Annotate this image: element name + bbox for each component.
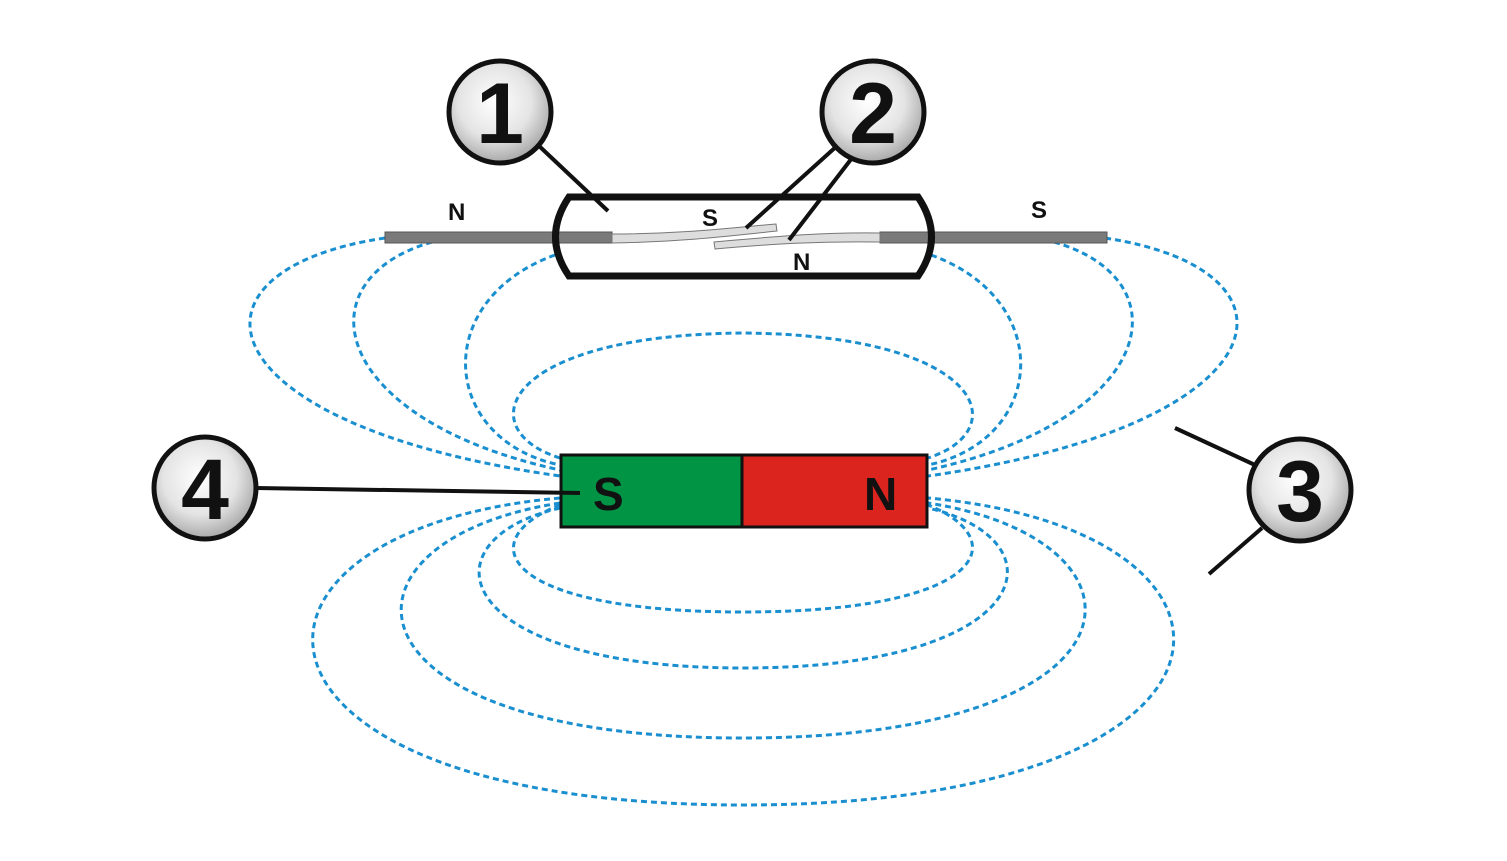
reed-upper-pole-label: S <box>702 205 718 232</box>
field-line-upper-1 <box>511 331 974 460</box>
svg-text:3: 3 <box>1276 444 1324 540</box>
field-line-upper-2-left <box>464 253 561 467</box>
field-line-upper-3-left <box>352 240 561 472</box>
magnet-south-label: S <box>593 468 624 520</box>
reed-upper <box>611 223 778 244</box>
callout-4: 4 <box>151 434 581 542</box>
callout-2: 2 <box>744 58 927 242</box>
magnet-south <box>559 453 744 529</box>
svg-text:4: 4 <box>181 442 229 538</box>
magnet-north-label: N <box>864 468 897 520</box>
lead-right <box>879 231 1108 244</box>
reed-lower <box>713 232 881 250</box>
svg-text:2: 2 <box>849 66 897 162</box>
svg-text:1: 1 <box>476 66 524 162</box>
magnet-north <box>740 453 929 529</box>
lead-right-pole-label: S <box>1031 197 1047 224</box>
field-line-upper-3-right <box>927 240 1134 472</box>
reed-switch: N S S N <box>384 193 1108 280</box>
callout-1: 1 <box>446 58 610 213</box>
field-line-lower-4 <box>311 496 1175 807</box>
callout-3: 3 <box>1174 426 1354 576</box>
field-lines <box>248 236 1239 807</box>
field-line-upper-2-right <box>927 253 1023 467</box>
lead-left <box>384 231 613 244</box>
field-line-lower-3 <box>399 501 1087 740</box>
lead-left-pole-label: N <box>448 199 465 226</box>
field-line-lower-1 <box>511 503 974 614</box>
field-line-upper-4-right <box>927 236 1239 478</box>
field-line-lower-2 <box>477 506 1009 670</box>
bar-magnet: S N <box>559 453 929 529</box>
reed-lower-pole-label: N <box>793 249 810 276</box>
glass-envelope <box>552 193 935 280</box>
field-line-upper-4-left <box>248 236 561 478</box>
